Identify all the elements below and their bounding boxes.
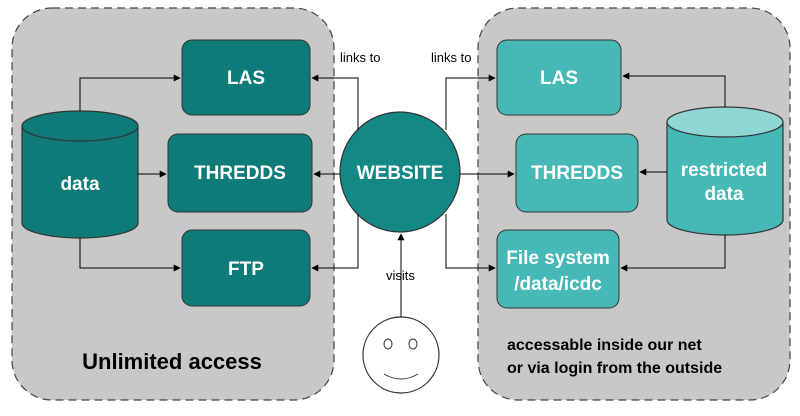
access-caption-line2: or via login from the outside: [507, 360, 722, 377]
file-system-label: File system: [506, 248, 610, 269]
restricted-data-cylinder: restricted data: [666, 106, 784, 236]
data-label: data: [60, 174, 100, 195]
restricted-data-label: restricted: [681, 160, 768, 181]
right-thredds-label: THREDDS: [531, 163, 623, 184]
left-ftp-box: FTP: [181, 229, 311, 307]
left-thredds-label: THREDDS: [194, 163, 286, 184]
right-las-box: LAS: [496, 39, 622, 116]
unlimited-access-caption: Unlimited access: [82, 349, 262, 374]
access-caption-line1: accessable inside our net: [507, 337, 702, 354]
links-to-left-label: links to: [340, 50, 380, 65]
left-las-label: LAS: [227, 68, 265, 89]
website-label: WEBSITE: [357, 163, 444, 184]
data-cylinder: data: [21, 110, 139, 239]
left-thredds-box: THREDDS: [167, 133, 313, 213]
links-to-right-label: links to: [431, 50, 471, 65]
website-right-connectors: [445, 74, 515, 272]
right-file-system-box: File system /data/icdc: [496, 229, 620, 309]
website-node: WEBSITE: [339, 111, 461, 233]
right-thredds-box: THREDDS: [515, 133, 639, 213]
visits-label: visits: [386, 268, 415, 283]
data-connectors: [79, 74, 181, 272]
left-las-box: LAS: [181, 39, 311, 116]
file-system-path-label: /data/icdc: [514, 274, 602, 295]
website-left-connectors: [311, 74, 359, 272]
restricted-data-label-line2: data: [704, 184, 744, 205]
left-ftp-label: FTP: [228, 259, 264, 280]
right-las-label: LAS: [540, 68, 578, 89]
user-smiley-icon: [362, 316, 440, 394]
restricted-data-connectors: [620, 72, 726, 272]
